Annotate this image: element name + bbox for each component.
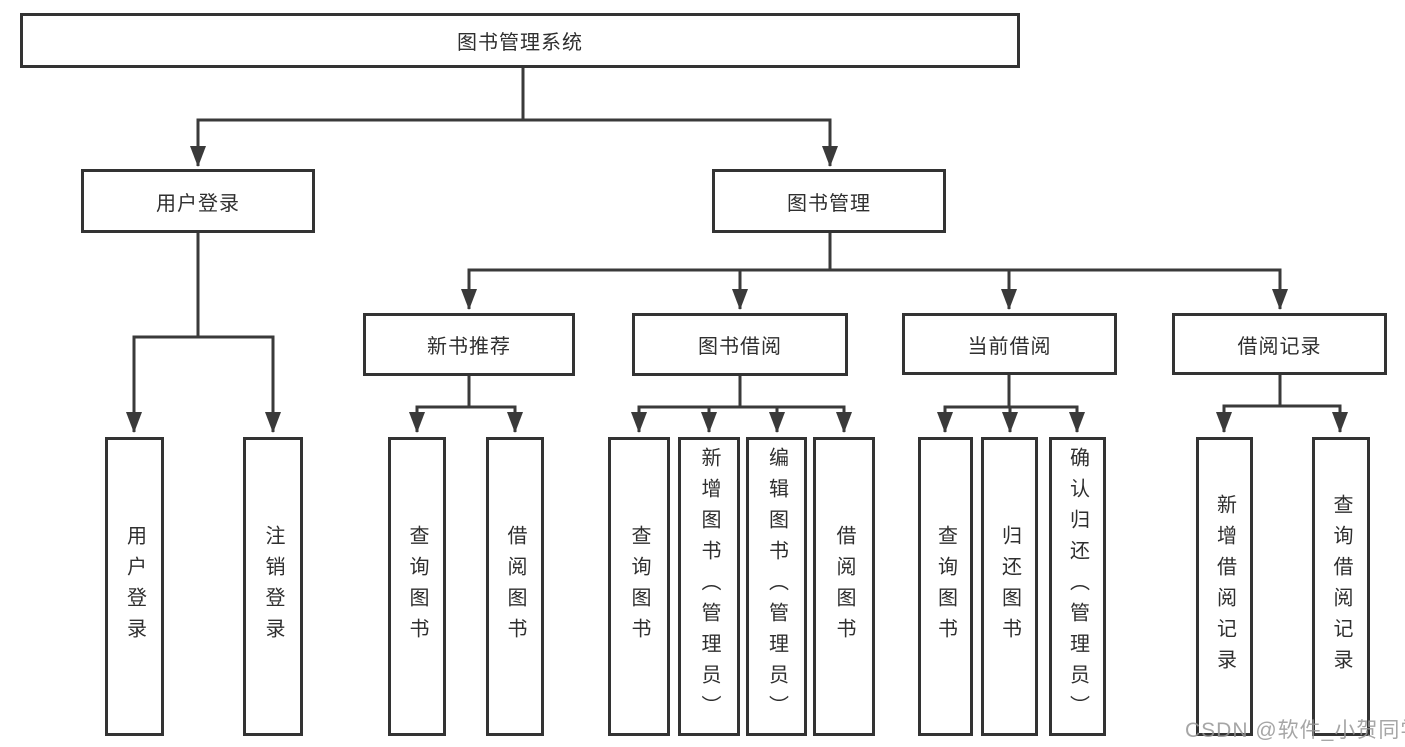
leaf-edit-book-admin: 编辑图书（管理员） [746,437,807,736]
node-library-system: 图书管理系统 [20,13,1020,68]
leaf-add-borrow-record: 新增借阅记录 [1196,437,1253,736]
leaf-add-book-admin: 新增图书（管理员） [678,437,740,736]
leaf-confirm-return-admin: 确认归还（管理员） [1049,437,1106,736]
leaf-query-books-recommend: 查询图书 [388,437,446,736]
leaf-query-borrow-record: 查询借阅记录 [1312,437,1370,736]
leaf-query-books-current: 查询图书 [918,437,973,736]
leaf-user-login: 用户登录 [105,437,164,736]
node-user-login: 用户登录 [81,169,315,233]
watermark: CSDN @软件_小贺同学 [1185,719,1405,742]
node-book-management: 图书管理 [712,169,946,233]
node-borrow-records: 借阅记录 [1172,313,1387,375]
leaf-return-books: 归还图书 [981,437,1038,736]
node-book-borrowing: 图书借阅 [632,313,848,376]
node-current-borrowing: 当前借阅 [902,313,1117,375]
leaf-borrow-books-recommend: 借阅图书 [486,437,544,736]
leaf-borrow-books-borrowing: 借阅图书 [813,437,875,736]
leaf-logout: 注销登录 [243,437,303,736]
leaf-query-books-borrowing: 查询图书 [608,437,670,736]
node-new-book-recommend: 新书推荐 [363,313,575,376]
